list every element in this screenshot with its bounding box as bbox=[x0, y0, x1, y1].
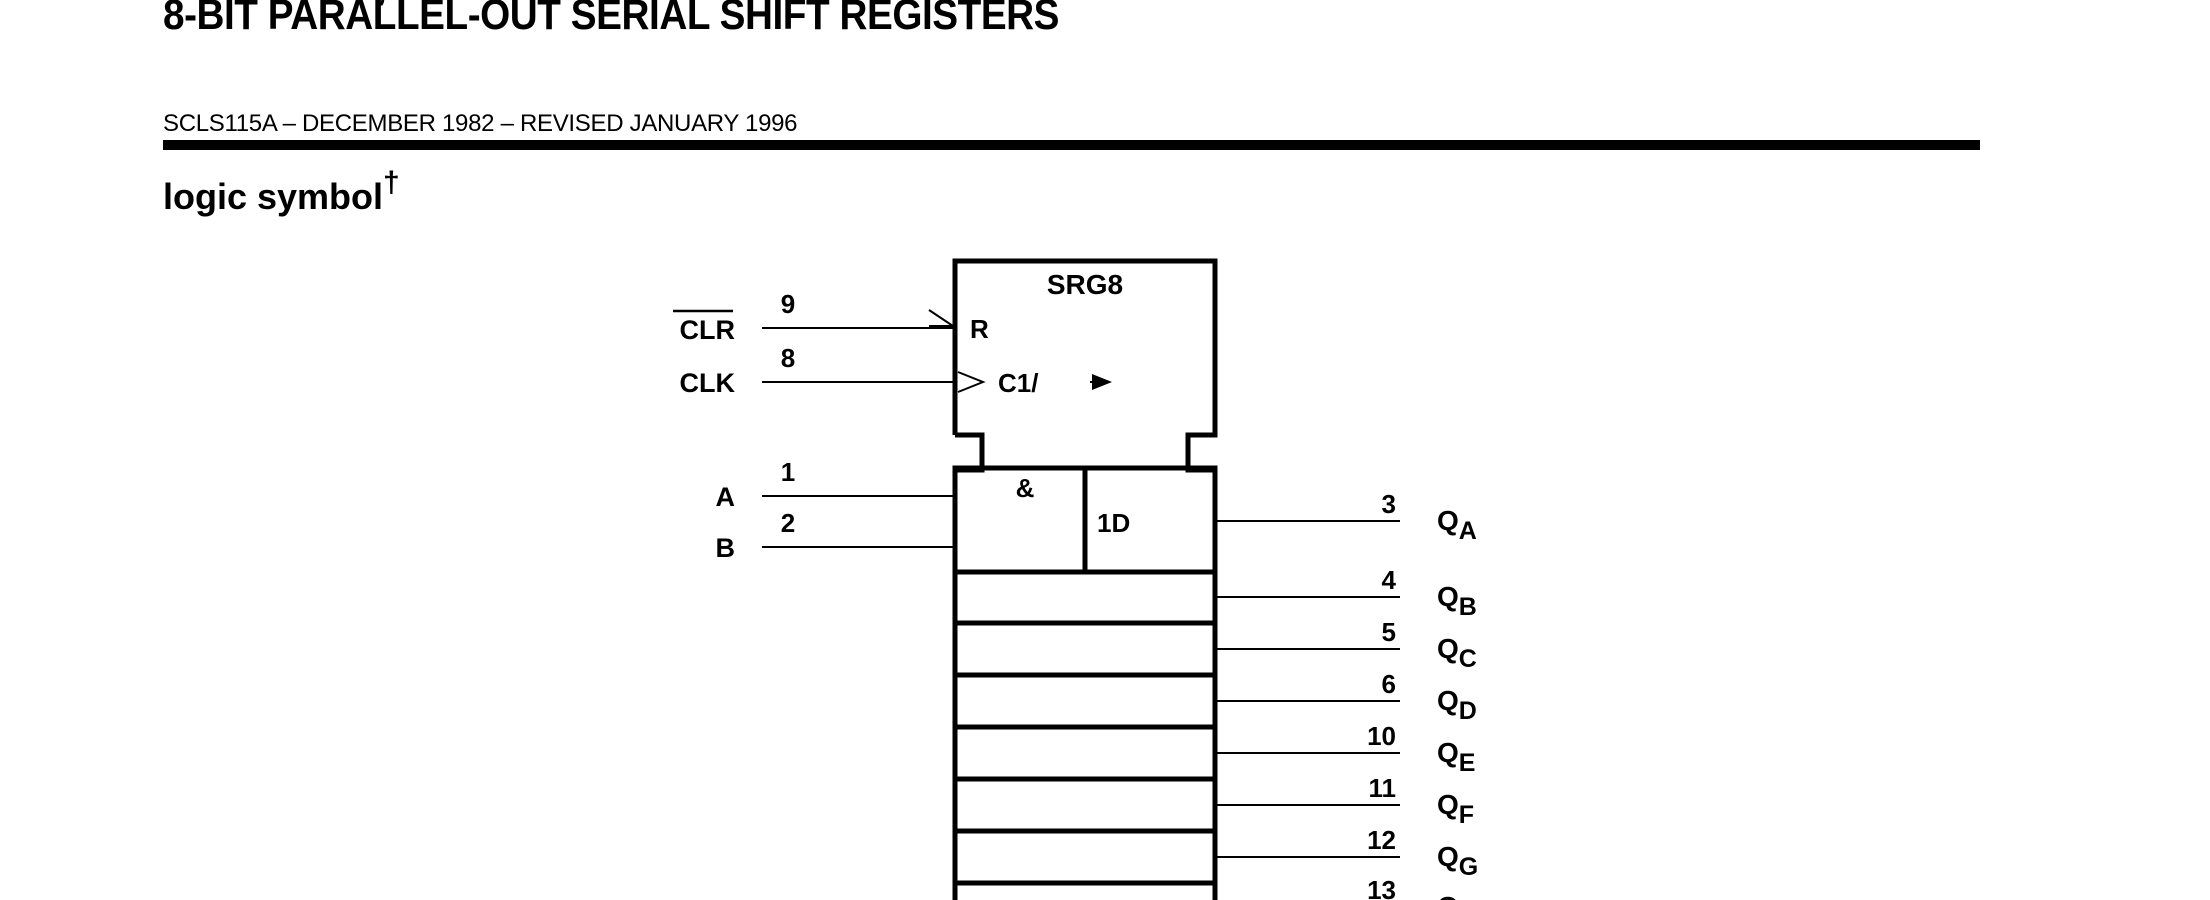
output-pin-c: 5 bbox=[1382, 617, 1396, 647]
register-stages-outline bbox=[952, 465, 1218, 900]
output-label-qe: QE bbox=[1437, 737, 1475, 777]
output-label-qa: QA bbox=[1437, 505, 1477, 545]
clk-pin: 8 bbox=[781, 343, 795, 373]
a-pin: 1 bbox=[781, 457, 795, 487]
output-pin-h: 13 bbox=[1367, 875, 1396, 900]
b-pin: 2 bbox=[781, 508, 795, 538]
clk-name: CLK bbox=[680, 368, 736, 398]
output-label-qb: QB bbox=[1437, 581, 1477, 621]
document-title-line-2: 8-BIT PARALLEL-OUT SERIAL SHIFT REGISTER… bbox=[163, 0, 1060, 39]
shift-arrow-head-icon bbox=[1092, 374, 1112, 390]
control-block-left-foot bbox=[955, 432, 985, 473]
output-pin-e: 10 bbox=[1367, 721, 1396, 751]
data-1d-label: 1D bbox=[1097, 508, 1130, 538]
output-pin-f: 11 bbox=[1369, 773, 1397, 803]
and-label: & bbox=[1016, 473, 1035, 503]
output-label-qh: QH bbox=[1437, 891, 1477, 900]
output-label-qc: QC bbox=[1437, 633, 1477, 673]
dagger-footnote-mark: † bbox=[383, 166, 400, 199]
output-pin-b: 4 bbox=[1382, 565, 1397, 595]
srg8-label: SRG8 bbox=[1047, 269, 1123, 300]
header-rule bbox=[163, 140, 1980, 150]
document-number: SCLS115A – DECEMBER 1982 – REVISED JANUA… bbox=[163, 110, 798, 137]
output-label-qd: QD bbox=[1437, 685, 1477, 725]
clr-active-low-indicator bbox=[928, 309, 957, 327]
output-pin-a: 3 bbox=[1382, 489, 1396, 519]
b-name: B bbox=[716, 533, 736, 563]
clr-pin: 9 bbox=[781, 289, 795, 319]
reset-label: R bbox=[970, 314, 989, 344]
output-pin-d: 6 bbox=[1382, 669, 1396, 699]
section-heading-text: logic symbol bbox=[163, 176, 384, 217]
section-heading: logic symbol† bbox=[163, 166, 400, 218]
a-name: A bbox=[716, 482, 736, 512]
output-label-qf: QF bbox=[1437, 789, 1474, 829]
clk-dynamic-indicator bbox=[957, 371, 986, 393]
clr-name: CLR bbox=[680, 315, 736, 345]
output-label-qg: QG bbox=[1437, 841, 1478, 881]
clock-label: C1/ bbox=[998, 368, 1038, 398]
output-pin-g: 12 bbox=[1367, 825, 1396, 855]
document-title-line-1: SN74HC164, SN74HC164 bbox=[163, 0, 611, 10]
